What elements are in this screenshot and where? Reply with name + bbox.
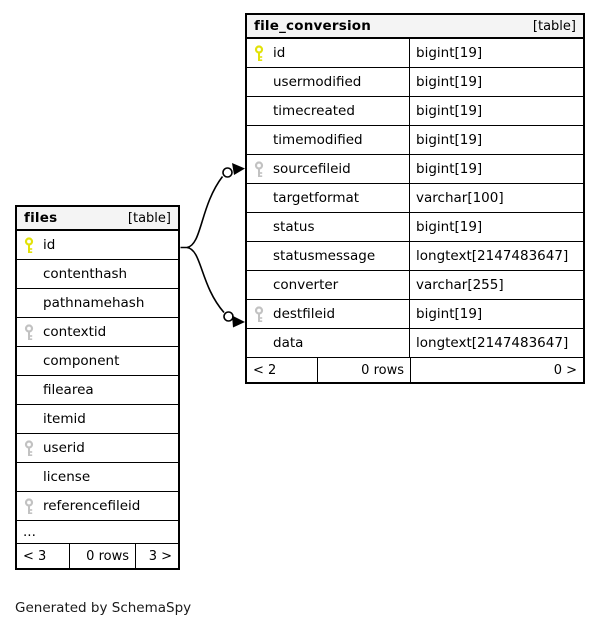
table-row: converter varchar[255] <box>247 271 583 300</box>
table-node-files[interactable]: files [table] id contenthash pathnamehas… <box>15 205 180 570</box>
column-name: contenthash <box>43 266 128 282</box>
table-row: id <box>17 231 178 260</box>
table-header[interactable]: files [table] <box>17 207 178 231</box>
column-type: bigint[19] <box>409 300 583 328</box>
column-name: component <box>43 353 120 369</box>
table-row: license <box>17 463 178 492</box>
column-name: userid <box>43 440 85 456</box>
foreign-key-icon <box>24 323 34 340</box>
column-name: data <box>273 335 304 351</box>
column-type: bigint[19] <box>409 39 583 67</box>
rows-count: 0 rows <box>318 358 411 382</box>
column-name: status <box>273 219 315 235</box>
table-row: component <box>17 347 178 376</box>
column-name: statusmessage <box>273 248 376 264</box>
table-row: statusmessage longtext[2147483647] <box>247 242 583 271</box>
primary-key-icon <box>254 44 264 61</box>
table-row: id bigint[19] <box>247 39 583 68</box>
column-name: id <box>43 237 56 253</box>
table-node-file-conversion[interactable]: file_conversion [table] id bigint[19] us… <box>245 13 585 384</box>
table-row: itemid <box>17 405 178 434</box>
column-name: contextid <box>43 324 107 340</box>
column-type: bigint[19] <box>409 97 583 125</box>
parents-count: < 2 <box>247 358 318 382</box>
table-row: timemodified bigint[19] <box>247 126 583 155</box>
table-row: userid <box>17 434 178 463</box>
column-name: filearea <box>43 382 94 398</box>
column-name: timemodified <box>273 132 363 148</box>
hidden-columns-ellipsis: ... <box>17 521 178 544</box>
table-row: pathnamehash <box>17 289 178 318</box>
column-type: bigint[19] <box>409 155 583 183</box>
column-name: id <box>273 45 286 61</box>
column-name: sourcefileid <box>273 161 351 177</box>
column-name: targetformat <box>273 190 360 206</box>
table-row: contenthash <box>17 260 178 289</box>
column-name: itemid <box>43 411 86 427</box>
column-type: longtext[2147483647] <box>409 329 583 357</box>
column-name: pathnamehash <box>43 295 145 311</box>
table-row: usermodified bigint[19] <box>247 68 583 97</box>
column-type: longtext[2147483647] <box>409 242 583 270</box>
foreign-key-icon <box>254 160 264 177</box>
foreign-key-icon <box>24 497 34 514</box>
table-footer: < 2 0 rows 0 > <box>247 358 583 382</box>
table-row: timecreated bigint[19] <box>247 97 583 126</box>
table-title[interactable]: files <box>24 210 58 226</box>
parents-count: < 3 <box>17 544 70 568</box>
column-type: varchar[100] <box>409 184 583 212</box>
table-row: status bigint[19] <box>247 213 583 242</box>
column-name: timecreated <box>273 103 355 119</box>
table-header[interactable]: file_conversion [table] <box>247 15 583 39</box>
table-row: referencefileid <box>17 492 178 521</box>
table-row: contextid <box>17 318 178 347</box>
zero-or-one-circle <box>222 167 233 178</box>
column-name: converter <box>273 277 339 293</box>
table-row: filearea <box>17 376 178 405</box>
primary-key-icon <box>24 236 34 253</box>
generated-by-note: Generated by SchemaSpy <box>15 600 192 616</box>
relationship-files-id-to-sourcefileid <box>180 163 245 249</box>
zero-or-one-circle <box>223 311 234 322</box>
foreign-key-icon <box>24 439 34 456</box>
table-row: destfileid bigint[19] <box>247 300 583 329</box>
table-footer: < 3 0 rows 3 > <box>17 544 178 568</box>
table-type-badge: [table] <box>127 210 171 226</box>
children-count: 3 > <box>148 548 172 564</box>
column-type: bigint[19] <box>409 68 583 96</box>
column-name: referencefileid <box>43 498 141 514</box>
column-type: bigint[19] <box>409 213 583 241</box>
foreign-key-icon <box>254 305 264 322</box>
column-name: license <box>43 469 91 485</box>
relationship-files-id-to-destfileid <box>186 246 245 328</box>
rows-count: 0 rows <box>70 544 136 568</box>
table-row: targetformat varchar[100] <box>247 184 583 213</box>
table-title[interactable]: file_conversion <box>254 18 372 34</box>
column-type: varchar[255] <box>409 271 583 299</box>
column-name: usermodified <box>273 74 362 90</box>
column-type: bigint[19] <box>409 126 583 154</box>
column-name: destfileid <box>273 306 336 322</box>
table-type-badge: [table] <box>532 18 576 34</box>
arrowhead-destfileid <box>232 315 245 328</box>
table-row: sourcefileid bigint[19] <box>247 155 583 184</box>
children-count: 0 > <box>553 362 577 378</box>
arrowhead-sourcefileid <box>232 163 245 175</box>
table-row: data longtext[2147483647] <box>247 329 583 358</box>
